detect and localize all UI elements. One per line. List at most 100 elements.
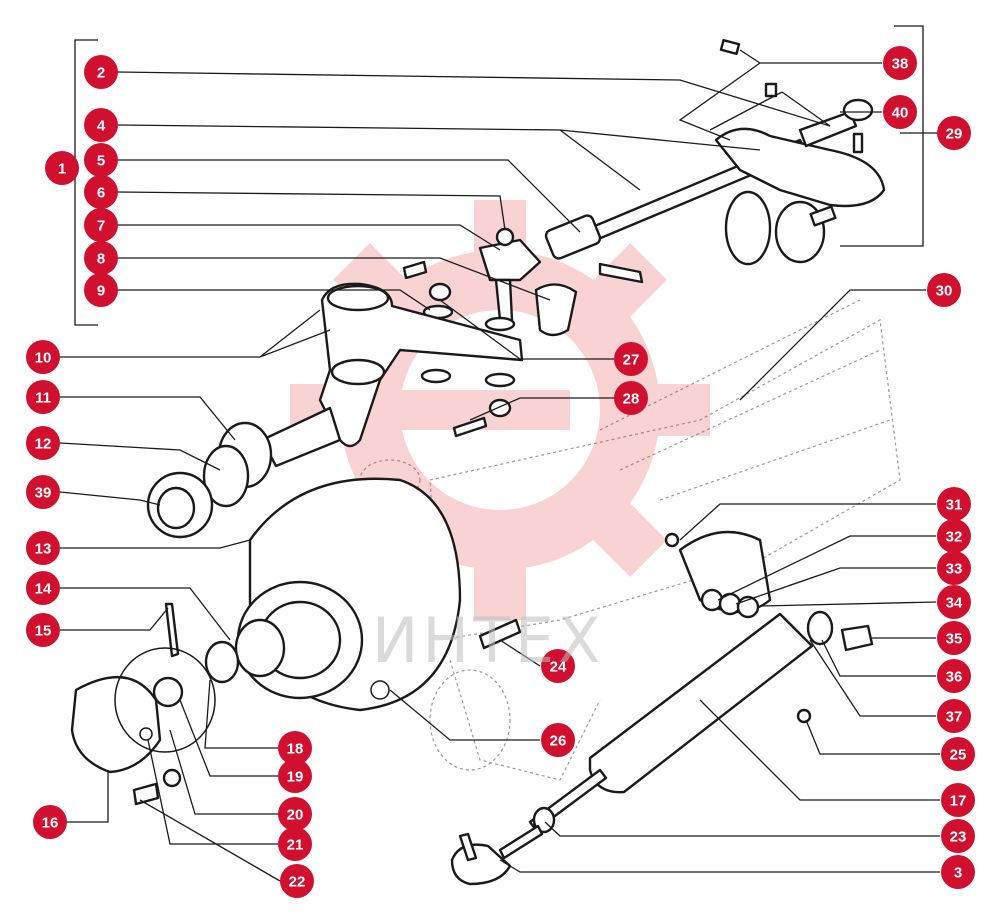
callout-34: 34 — [937, 585, 971, 619]
callout-37: 37 — [937, 699, 971, 733]
callout-circle-14 — [26, 571, 60, 605]
leader-line-39 — [499, 859, 940, 873]
callout-20: 20 — [278, 797, 312, 831]
callout-number-32: 32 — [946, 529, 963, 546]
leader-line-21 — [139, 799, 281, 882]
callout-circle-38 — [883, 46, 917, 80]
callout-24: 24 — [541, 649, 575, 683]
callout-23: 23 — [941, 819, 975, 853]
callout-circle-26 — [541, 723, 575, 757]
callout-number-23: 23 — [950, 829, 967, 846]
callout-circle-25 — [941, 737, 975, 771]
callout-number-14: 14 — [35, 581, 52, 598]
callout-number-13: 13 — [35, 541, 52, 558]
callout-number-9: 9 — [97, 283, 105, 300]
callout-17: 17 — [941, 783, 975, 817]
callout-circle-6 — [84, 175, 118, 209]
callout-circle-36 — [937, 659, 971, 693]
callout-circle-21 — [278, 827, 312, 861]
callout-circle-16 — [33, 805, 67, 839]
callout-circle-10 — [26, 340, 60, 374]
leader-line-27 — [469, 397, 614, 421]
callout-number-6: 6 — [97, 185, 105, 202]
callout-number-38: 38 — [892, 56, 909, 73]
callout-number-17: 17 — [950, 793, 967, 810]
callout-39: 39 — [26, 475, 60, 509]
callout-36: 36 — [937, 659, 971, 693]
callout-circle-8 — [84, 241, 118, 275]
callout-circle-33 — [937, 551, 971, 585]
callout-number-8: 8 — [97, 251, 105, 268]
callout-number-1: 1 — [58, 161, 66, 178]
steering-arm — [260, 282, 524, 468]
callout-circle-9 — [84, 273, 118, 307]
callout-number-39: 39 — [35, 485, 52, 502]
watermark-gear-tooth — [474, 560, 526, 620]
side-cover-and-cylinder — [664, 530, 874, 724]
callout-number-33: 33 — [946, 561, 963, 578]
callout-number-10: 10 — [35, 350, 52, 367]
callout-number-28: 28 — [623, 391, 640, 408]
leader-line-29 — [739, 289, 926, 401]
leader-line-22 — [544, 821, 940, 837]
callout-25: 25 — [941, 737, 975, 771]
leader-line-37 — [678, 49, 882, 141]
leader-line-25 — [389, 689, 540, 741]
callout-number-24: 24 — [550, 659, 567, 676]
callout-11: 11 — [26, 380, 60, 414]
callout-number-26: 26 — [550, 733, 567, 750]
leader-line-32 — [735, 567, 936, 605]
callout-31: 31 — [937, 487, 971, 521]
leader-line-19 — [169, 729, 278, 815]
callout-circle-4 — [84, 108, 118, 142]
bearing-stack-left — [146, 421, 273, 539]
callout-16: 16 — [33, 805, 67, 839]
leader-line-36 — [809, 639, 936, 717]
callout-circle-37 — [937, 699, 971, 733]
callout-circle-11 — [26, 380, 60, 414]
callout-circle-7 — [84, 208, 118, 242]
callout-number-18: 18 — [287, 741, 304, 758]
callout-circle-2 — [84, 55, 118, 89]
callout-number-34: 34 — [946, 595, 963, 612]
callout-circle-29 — [937, 116, 971, 150]
callout-number-25: 25 — [950, 747, 967, 764]
leader-line-3 — [118, 159, 581, 233]
callout-number-30: 30 — [936, 283, 953, 300]
leader-line-24 — [805, 719, 940, 755]
callout-21: 21 — [278, 827, 312, 861]
leader-line-2 — [117, 124, 761, 191]
callout-number-31: 31 — [946, 497, 963, 514]
callout-27: 27 — [614, 342, 648, 376]
watermark-text: ИНТЕХ — [372, 604, 605, 677]
callout-7: 7 — [84, 208, 118, 242]
callout-badges: 1234567891011121314151617181920212223242… — [26, 46, 975, 898]
callout-29: 29 — [937, 116, 971, 150]
callout-3: 3 — [941, 855, 975, 889]
knuckle-right — [714, 38, 886, 266]
callout-circle-19 — [278, 759, 312, 793]
callout-40: 40 — [883, 95, 917, 129]
callout-1: 1 — [45, 151, 79, 185]
leader-line-16 — [699, 699, 940, 801]
callout-circle-22 — [280, 864, 314, 898]
callout-number-4: 4 — [97, 118, 106, 135]
leader-lines — [59, 49, 940, 882]
leader-line-17 — [204, 679, 278, 749]
group-brackets — [74, 25, 924, 326]
leader-line-6 — [118, 257, 551, 301]
leader-line-13 — [60, 587, 231, 641]
leader-line-12 — [60, 539, 251, 549]
callout-number-19: 19 — [287, 769, 304, 786]
callout-circle-18 — [278, 731, 312, 765]
callout-number-5: 5 — [97, 153, 105, 170]
callout-circle-39 — [26, 475, 60, 509]
watermark-gear-bar — [350, 390, 570, 430]
callout-26: 26 — [541, 723, 575, 757]
leader-line-23 — [499, 639, 541, 667]
callout-number-7: 7 — [97, 218, 105, 235]
callout-circle-23 — [941, 819, 975, 853]
callout-14: 14 — [26, 571, 60, 605]
callout-circle-31 — [937, 487, 971, 521]
